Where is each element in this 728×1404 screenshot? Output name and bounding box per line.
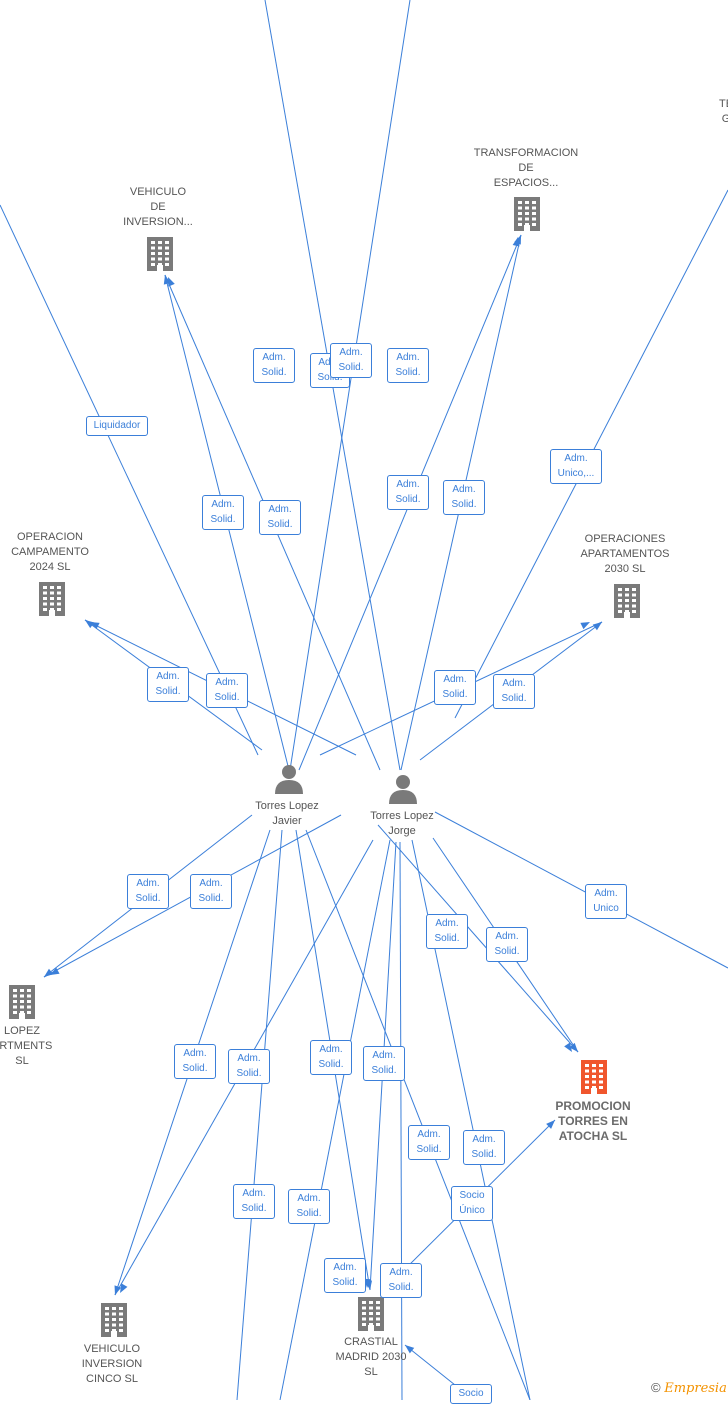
edge-label[interactable]: Adm. Solid. bbox=[463, 1130, 505, 1165]
edge-label[interactable]: Socio Único bbox=[451, 1186, 493, 1221]
building-icon bbox=[101, 1303, 127, 1337]
node-label: VEHICULO INVERSION CINCO SL bbox=[81, 1343, 143, 1385]
edge-label[interactable]: Adm. Solid. bbox=[380, 1263, 422, 1298]
edge-label[interactable]: Adm. Solid. bbox=[253, 348, 295, 383]
edge-arrowhead bbox=[405, 1345, 415, 1354]
copyright-notice: © Empresia bbox=[651, 1380, 727, 1396]
node-label: OPERACION CAMPAMENTO 2024 SL bbox=[11, 531, 89, 573]
building-icon bbox=[147, 237, 173, 271]
edge-label[interactable]: Adm. Solid. bbox=[426, 914, 468, 949]
person-icon bbox=[275, 765, 303, 794]
edge-line bbox=[305, 829, 531, 1400]
edge-arrowhead bbox=[44, 968, 54, 977]
node-torres-lopez-javier[interactable]: Torres Lopez Javier bbox=[237, 799, 337, 829]
node-label: TRANSFORMACION DE ESPACIOS... bbox=[473, 147, 579, 189]
node-label: Torres Lopez Javier bbox=[255, 800, 319, 827]
node-label: TE G bbox=[718, 98, 728, 125]
edge-line bbox=[377, 824, 579, 1053]
edge-line bbox=[236, 829, 283, 1400]
edge-label[interactable]: Adm. Solid. bbox=[310, 1040, 352, 1075]
node-vehiculo-inversion-cinco[interactable]: VEHICULO INVERSION CINCO SL bbox=[67, 1342, 157, 1387]
node-te-g[interactable]: TE G bbox=[706, 97, 728, 127]
edge-label[interactable]: Adm. Solid. bbox=[259, 500, 301, 535]
edge-label[interactable]: Adm. Unico bbox=[585, 884, 627, 919]
edge-label[interactable]: Adm. Solid. bbox=[147, 667, 189, 702]
edge-label[interactable]: Adm. Solid. bbox=[387, 475, 429, 510]
edge-arrowhead bbox=[50, 967, 60, 975]
edge-line bbox=[434, 811, 728, 969]
edge-label[interactable]: Adm. Solid. bbox=[206, 673, 248, 708]
edge-line bbox=[399, 841, 403, 1400]
edge-label[interactable]: Adm. Solid. bbox=[434, 670, 476, 705]
edge-arrowhead bbox=[580, 622, 590, 630]
edge-arrowhead bbox=[569, 1042, 578, 1052]
person-icon bbox=[389, 775, 417, 804]
edge-label[interactable]: Adm. Solid. bbox=[363, 1046, 405, 1081]
edge-arrowhead bbox=[90, 622, 100, 630]
building-icon bbox=[39, 582, 65, 616]
edge-arrowhead bbox=[120, 1283, 128, 1293]
edge-line bbox=[0, 204, 259, 756]
edge-arrowhead bbox=[564, 1042, 572, 1052]
edge-label[interactable]: Adm. Solid. bbox=[493, 674, 535, 709]
node-operacion-campamento[interactable]: OPERACION CAMPAMENTO 2024 SL bbox=[0, 530, 100, 575]
edge-label[interactable]: Adm. Solid. bbox=[387, 348, 429, 383]
edge-label[interactable]: Adm. Solid. bbox=[324, 1258, 366, 1293]
edge-arrowhead bbox=[546, 1120, 555, 1129]
edge-label[interactable]: Adm. Solid. bbox=[330, 343, 372, 378]
edge-label[interactable]: Socio bbox=[450, 1384, 492, 1404]
node-transformacion-de-espacios[interactable]: TRANSFORMACION DE ESPACIOS... bbox=[466, 146, 586, 191]
edge-label[interactable]: Adm. Solid. bbox=[486, 927, 528, 962]
node-label: CRASTIAL MADRID 2030 SL bbox=[335, 1336, 407, 1378]
edge-label[interactable]: Adm. Solid. bbox=[127, 874, 169, 909]
node-label: VEHICULO DE INVERSION... bbox=[123, 186, 193, 228]
node-torres-lopez-jorge[interactable]: Torres Lopez Jorge bbox=[352, 809, 452, 839]
building-icon bbox=[9, 985, 35, 1019]
building-icon bbox=[514, 197, 540, 231]
edge-line bbox=[289, 0, 411, 771]
edge-label[interactable]: Adm. Solid. bbox=[408, 1125, 450, 1160]
edge-arrowhead bbox=[592, 622, 602, 631]
node-operaciones-apartamentos[interactable]: OPERACIONES APARTAMENTOS 2030 SL bbox=[570, 532, 680, 577]
edge-label[interactable]: Adm. Solid. bbox=[233, 1184, 275, 1219]
edge-arrowhead bbox=[114, 1285, 122, 1295]
node-lopez-apartments[interactable]: LOPEZ ARTMENTS SL bbox=[0, 1024, 52, 1069]
building-icon bbox=[581, 1060, 607, 1094]
edge-label[interactable]: Adm. Solid. bbox=[288, 1189, 330, 1224]
node-label: PROMOCION TORRES EN ATOCHA SL bbox=[555, 1099, 631, 1143]
edge-arrowhead bbox=[512, 237, 520, 247]
edge-arrowhead bbox=[85, 620, 95, 629]
building-icon bbox=[358, 1297, 384, 1331]
node-label: Torres Lopez Jorge bbox=[370, 810, 434, 837]
edge-label[interactable]: Adm. Solid. bbox=[443, 480, 485, 515]
brand-logo: Empresia bbox=[664, 1381, 727, 1396]
edge-label[interactable]: Adm. Solid. bbox=[190, 874, 232, 909]
node-promocion-torres-en-atocha[interactable]: PROMOCION TORRES EN ATOCHA SL bbox=[543, 1099, 643, 1144]
edge-label[interactable]: Adm. Solid. bbox=[202, 495, 244, 530]
node-label: LOPEZ ARTMENTS SL bbox=[0, 1025, 53, 1067]
building-icon bbox=[614, 584, 640, 618]
node-label: OPERACIONES APARTAMENTOS 2030 SL bbox=[580, 533, 670, 575]
edge-label[interactable]: Adm. Unico,... bbox=[550, 449, 602, 484]
edge-arrowhead bbox=[168, 277, 175, 287]
node-vehiculo-inversion[interactable]: VEHICULO DE INVERSION... bbox=[108, 185, 208, 230]
edge-label[interactable]: Liquidador bbox=[86, 416, 148, 436]
copyright-symbol: © bbox=[651, 1380, 661, 1395]
edge-label[interactable]: Adm. Solid. bbox=[174, 1044, 216, 1079]
edge-label[interactable]: Adm. Solid. bbox=[228, 1049, 270, 1084]
edge-line bbox=[279, 839, 391, 1400]
node-crastial-madrid-2030[interactable]: CRASTIAL MADRID 2030 SL bbox=[326, 1335, 416, 1380]
